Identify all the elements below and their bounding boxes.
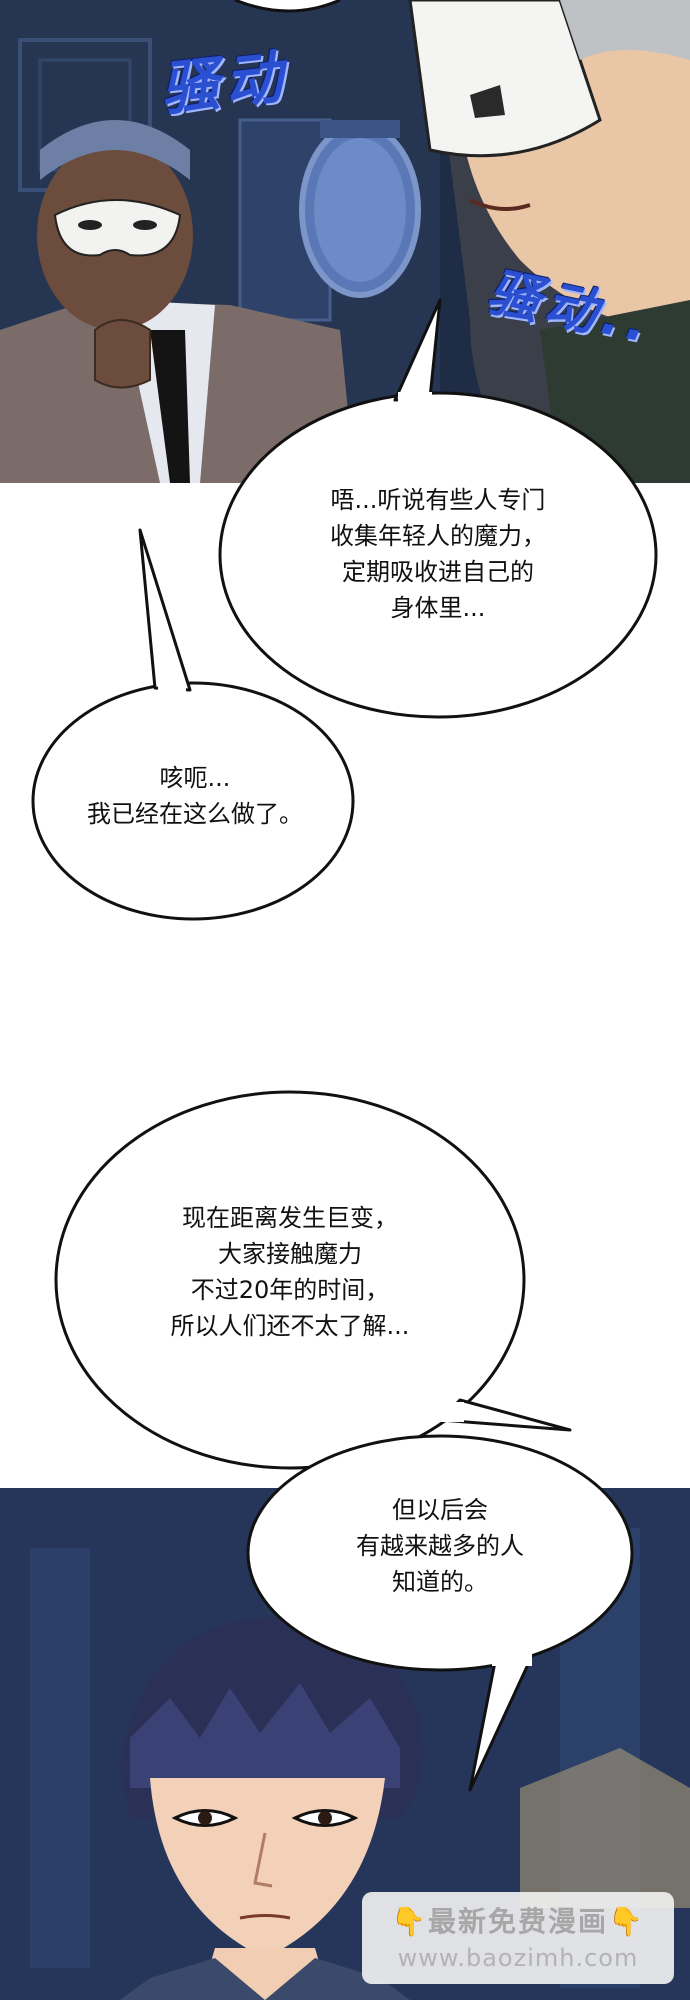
bubble-explain-text: 现在距离发生巨变， 大家接触魔力 不过20年的时间， 所以人们还不太了解... xyxy=(170,1204,410,1340)
watermark-badge: 👇最新免费漫画👇 www.baozimh.com xyxy=(362,1892,674,1984)
watermark-title: 最新免费漫画 xyxy=(427,1905,608,1938)
panel-masked-men-art xyxy=(0,0,690,483)
watermark-title-row: 👇最新免费漫画👇 xyxy=(362,1900,674,1940)
panel-masked-men: 骚动 骚动.. xyxy=(0,0,690,483)
sfx-commotion-top: 骚动 xyxy=(157,42,292,124)
bubble-reply-text: 咳呃... 我已经在这么做了。 xyxy=(87,764,303,828)
bubble-rumor-text: 唔...听说有些人专门 收集年轻人的魔力， 定期吸收进自己的 身体里... xyxy=(330,486,546,622)
pointing-hand-icon: 👇 xyxy=(391,1905,428,1938)
watermark-site: www.baozimh.com xyxy=(397,1944,639,1972)
bubble-future-text: 但以后会 有越来越多的人 知道的。 xyxy=(356,1496,524,1596)
pointing-hand-icon: 👇 xyxy=(608,1905,645,1938)
